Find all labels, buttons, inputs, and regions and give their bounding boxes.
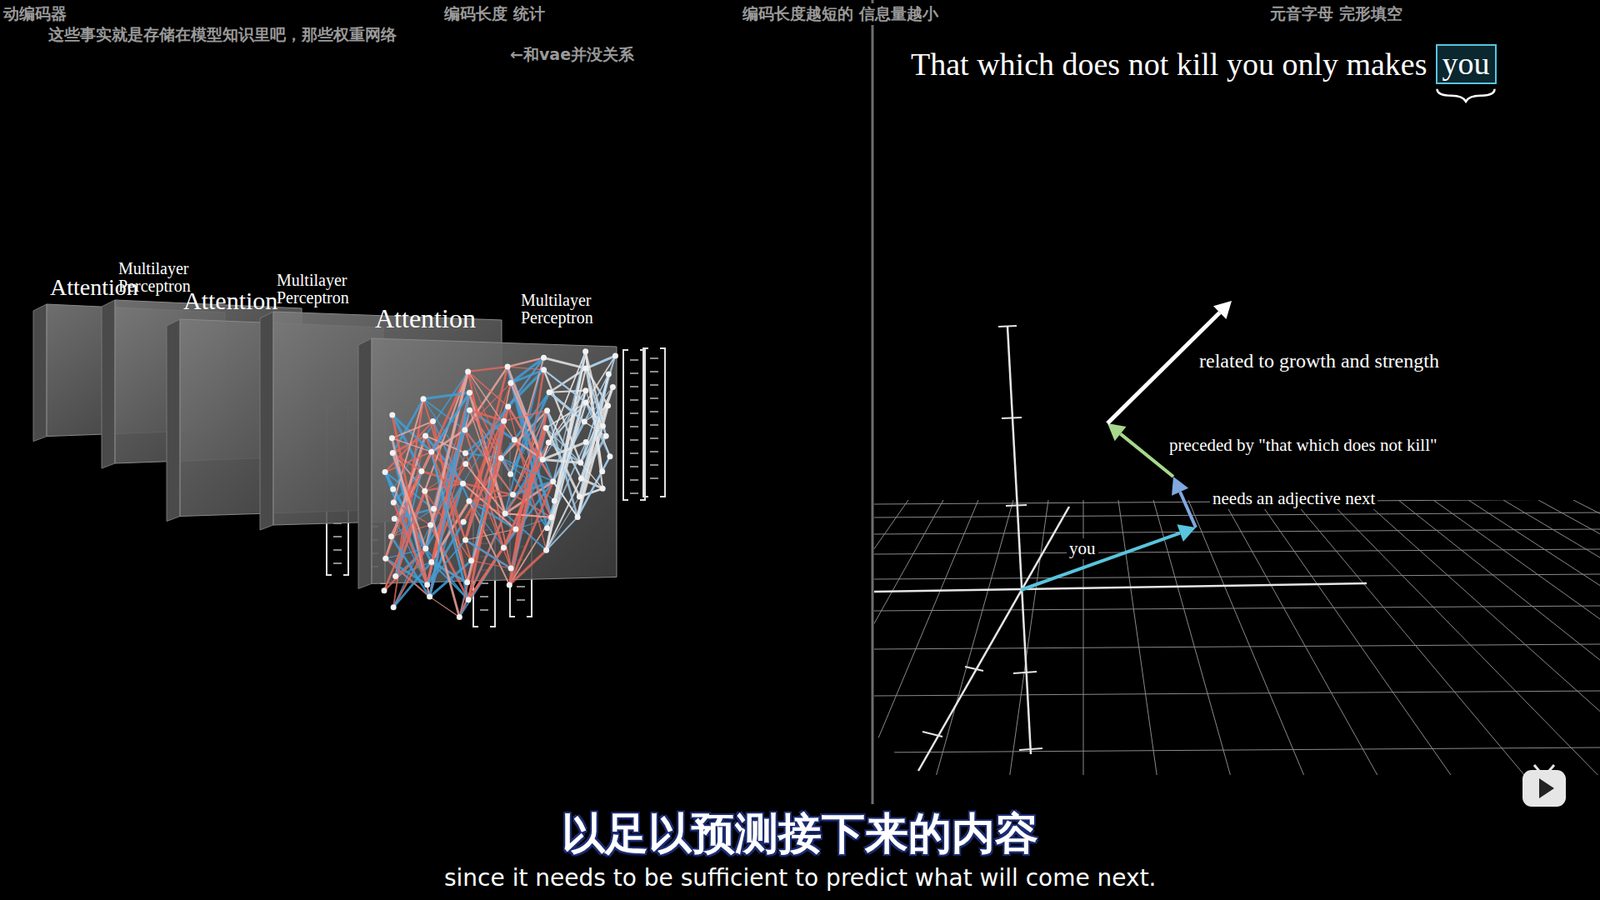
comment: 这些事实就是存储在模型知识里吧，那些权重网络 xyxy=(46,24,399,46)
sentence: That which does not kill you only makes xyxy=(910,45,1428,83)
vector-label: related to growth and strength xyxy=(1196,350,1442,373)
comment: 编码长度 统计 xyxy=(442,3,547,25)
vector-label: preceded by "that which does not kill" xyxy=(1166,435,1440,456)
panel-divider xyxy=(871,0,875,805)
vector-label: you xyxy=(1066,538,1099,560)
axes xyxy=(874,325,1367,771)
player-icon xyxy=(1522,765,1566,807)
node-label: Multilayer Perceptron xyxy=(260,271,394,307)
layer-slab: Multilayer Perceptron xyxy=(504,291,671,342)
comment: 编码长度越短的 信息量越小 xyxy=(740,3,940,25)
node-label: you xyxy=(1442,45,1490,83)
subtitle: since it needs to be sufficient to predi… xyxy=(444,864,1157,892)
brace xyxy=(1437,89,1495,102)
vector-label: needs an adjective next xyxy=(1210,488,1378,510)
comment: 动编码器 xyxy=(1,3,69,25)
floor-grid xyxy=(0,499,1600,775)
comment: ←和vae并没关系 xyxy=(508,44,636,66)
highlight-box: you xyxy=(1435,44,1497,85)
subtitle: 以足以预测接下来的内容 xyxy=(561,805,1039,864)
comment: 元音字母 完形填空 xyxy=(1268,3,1405,25)
node-label: Multilayer Perceptron xyxy=(504,291,638,327)
